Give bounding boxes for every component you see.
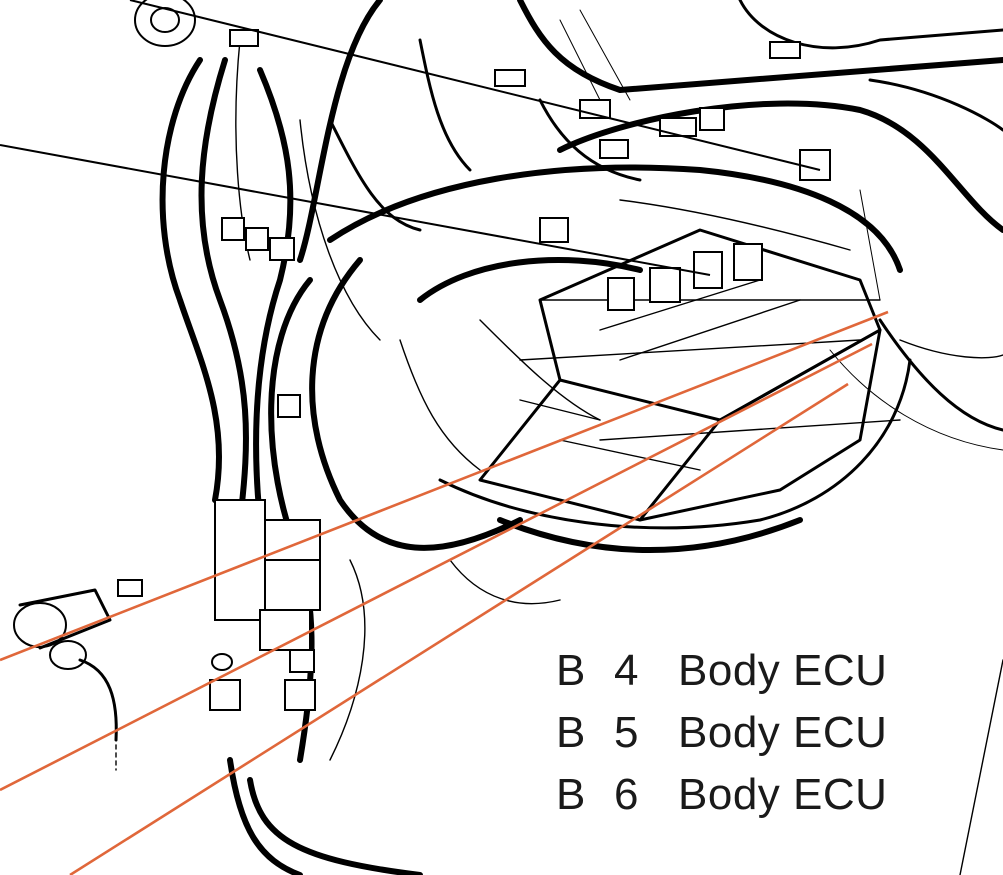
legend-label: Body ECU [678, 770, 888, 819]
junction-block [214, 499, 321, 651]
callout-leader-b5 [0, 342, 873, 792]
legend-code: B [556, 770, 586, 819]
callout-leaders [0, 310, 889, 875]
legend-number: 6 [614, 770, 639, 819]
grommets [13, 0, 233, 771]
callout-leader-b6 [69, 382, 849, 875]
legend-row-b5: B 5 Body ECU [556, 702, 956, 764]
black-leader-lines [0, 0, 821, 276]
legend-label: Body ECU [678, 708, 888, 757]
connectors [117, 29, 831, 711]
connector-legend: B 4 Body ECU B 5 Body ECU B 6 Body ECU [556, 640, 956, 826]
legend-code: B [556, 646, 586, 695]
body-ecu-unit [478, 228, 882, 522]
legend-code: B [556, 708, 586, 757]
legend-row-b4: B 4 Body ECU [556, 640, 956, 702]
legend-label: Body ECU [678, 646, 888, 695]
legend-row-b6: B 6 Body ECU [556, 764, 956, 826]
legend-number: 5 [614, 708, 639, 757]
legend-number: 4 [614, 646, 639, 695]
callout-leader-b4 [0, 310, 889, 662]
main-harness-bundle [159, 38, 912, 763]
